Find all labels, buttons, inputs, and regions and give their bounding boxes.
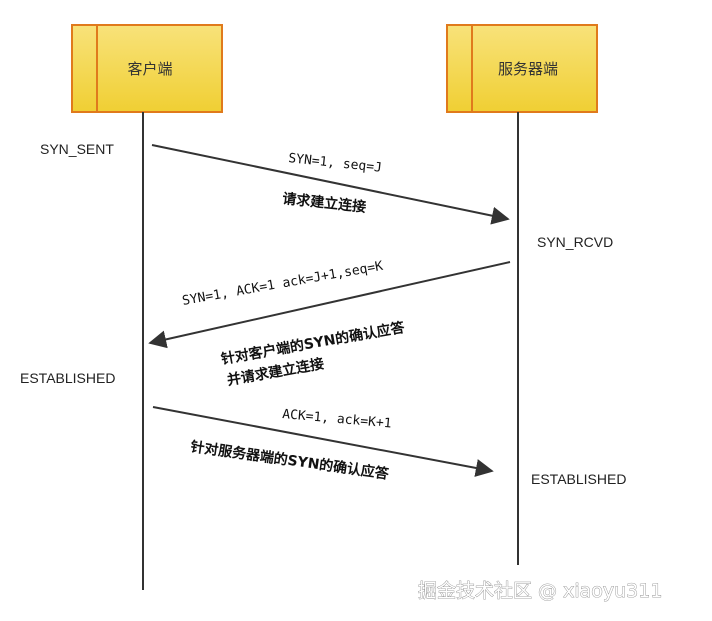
message-ack: ACK=1, ack=K+1 针对服务器端的SYN的确认应答 xyxy=(152,406,494,483)
message-syn-ack: SYN=1, ACK=1 ack=J+1,seq=K 针对客户端的SYN的确认应… xyxy=(148,259,511,389)
arrow-ack xyxy=(152,406,494,477)
message-syn: SYN=1, seq=J 请求建立连接 xyxy=(151,144,510,225)
server-label: 服务器端 xyxy=(498,60,558,78)
server-actor: 服务器端 xyxy=(446,24,598,113)
arrow-syn xyxy=(151,144,510,225)
syn-desc: 请求建立连接 xyxy=(282,190,367,216)
client-label: 客户端 xyxy=(127,60,172,78)
state-server-established: ESTABLISHED xyxy=(531,471,626,487)
state-syn-sent: SYN_SENT xyxy=(40,141,114,157)
syn-code: SYN=1, seq=J xyxy=(288,151,383,176)
arrow-syn-ack xyxy=(148,261,511,349)
state-syn-rcvd: SYN_RCVD xyxy=(537,234,613,250)
client-actor: 客户端 xyxy=(71,24,223,113)
watermark: 掘金技术社区 @ xiaoyu311 xyxy=(418,580,662,602)
ack-desc: 针对服务器端的SYN的确认应答 xyxy=(188,438,390,483)
syn-ack-code: SYN=1, ACK=1 ack=J+1,seq=K xyxy=(181,259,384,309)
state-client-established: ESTABLISHED xyxy=(20,370,115,386)
ack-code: ACK=1, ack=K+1 xyxy=(282,407,392,431)
